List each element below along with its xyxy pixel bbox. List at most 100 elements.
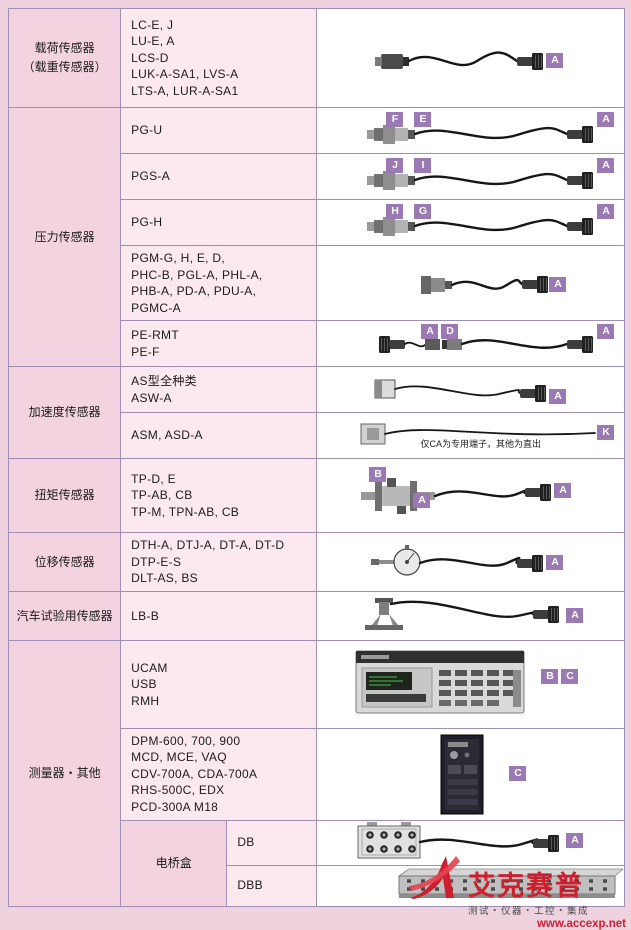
diagram-cell-pg-u: F E A	[316, 107, 625, 154]
table-row: 扭矩传感器 TP-D, E TP-AB, CB TP-M, TPN-AB, CB…	[7, 458, 625, 534]
accexp-logo-icon	[409, 856, 460, 899]
diagram-cell-pgs-a: J I A	[316, 153, 625, 200]
diagram-cell-dpm: C	[316, 727, 625, 821]
category-pressure-sensor: 压力传感器	[7, 106, 122, 368]
accelerometer-cable-diagram	[374, 379, 547, 403]
diagram-cell-db: A	[316, 819, 625, 866]
connector-badge: C	[561, 668, 579, 684]
model-list-asm: ASM, ASD-A	[120, 412, 318, 460]
connector-badge: A	[566, 607, 584, 623]
signal-conditioner-instrument-image	[440, 734, 484, 815]
model-text: LB-B	[131, 608, 160, 623]
pressure-sensor-cable-diagram	[367, 125, 594, 144]
connector-badge: B	[369, 467, 387, 483]
diagram-cell-dbb	[316, 864, 625, 907]
model-list-pg-u: PG-U	[120, 107, 318, 154]
connector-badge: J	[386, 158, 404, 173]
category-measuring-instruments: 测量器・其他	[7, 639, 122, 907]
connector-badge: A	[597, 204, 615, 219]
connector-badge: A	[597, 324, 615, 340]
connector-badge: F	[386, 112, 404, 127]
model-list-lb-b: LB-B	[120, 590, 318, 641]
category-label: 电桥盒	[155, 855, 192, 870]
model-text: PG-U	[131, 123, 163, 138]
model-text: AS型全种类 ASW-A	[131, 374, 197, 405]
model-text: LC-E, J LU-E, A LCS-D LUK-A-SA1, LVS-A L…	[131, 17, 239, 98]
connector-badge: E	[414, 112, 432, 127]
model-list-dth: DTH-A, DTJ-A, DT-A, DT-D DTP-E-S DLT-AS,…	[120, 532, 318, 592]
pressure-sensor-cable-diagram	[367, 171, 594, 190]
model-text: PGM-G, H, E, D, PHC-B, PGL-A, PHL-A, PHB…	[131, 251, 263, 315]
table-row: 测量器・其他 UCAM USB RMH B C	[7, 639, 625, 907]
table-row: 加速度传感器 AS型全种类 ASW-A A	[7, 366, 625, 460]
model-list-load: LC-E, J LU-E, A LCS-D LUK-A-SA1, LVS-A L…	[120, 8, 318, 108]
category-label: 加速度传感器	[28, 405, 101, 420]
model-text: ASM, ASD-A	[131, 428, 203, 443]
accelerometer-direct-cable-diagram	[360, 423, 597, 445]
category-automotive-test-sensor: 汽车试验用传感器	[7, 590, 122, 641]
diagram-cell-pe-rmt: A D A	[316, 320, 625, 368]
category-torque-sensor: 扭矩传感器	[7, 458, 122, 534]
connector-badge: A	[546, 53, 564, 68]
model-text: UCAM USB RMH	[131, 660, 168, 708]
model-list-pe-rmt: PE-RMT PE-F	[120, 320, 318, 368]
diagram-cell-dth: A	[316, 532, 625, 592]
model-list-pgs-a: PGS-A	[120, 153, 318, 200]
table-row: PGM-G, H, E, D, PHC-B, PGL-A, PHL-A, PHB…	[9, 244, 625, 322]
diagram-cell-ucam: B C	[316, 639, 625, 729]
category-label: 汽车试验用传感器	[16, 608, 113, 623]
diagram-cell-load: A	[316, 8, 625, 108]
data-logger-instrument-image	[355, 650, 525, 714]
model-text: DPM-600, 700, 900 MCD, MCE, VAQ CDV-700A…	[131, 733, 258, 815]
connector-badge: A	[421, 324, 439, 340]
connector-badge: A	[554, 483, 572, 499]
model-text: PGS-A	[131, 169, 171, 184]
model-list-ucam: UCAM USB RMH	[120, 639, 318, 729]
diagram-cell-asm: K 仅CA为专用端子，其他为直出	[316, 412, 625, 460]
connector-badge: A	[597, 158, 615, 173]
connector-badge: B	[541, 668, 559, 684]
model-text: PG-H	[131, 215, 163, 230]
connector-badge: I	[414, 158, 432, 173]
diagram-cell-pgm: A	[316, 244, 625, 322]
connector-badge: A	[549, 389, 567, 405]
load-cell-cable-diagram	[375, 51, 544, 71]
connector-badge: D	[441, 324, 459, 340]
category-acceleration-sensor: 加速度传感器	[7, 366, 122, 460]
table-row: DBB	[9, 864, 625, 907]
model-text: PE-RMT PE-F	[131, 328, 179, 359]
torque-transducer-cable-diagram	[361, 478, 552, 515]
displacement-gauge-cable-diagram	[371, 545, 544, 576]
category-load-sensor: 载荷传感器 （载重传感器）	[7, 8, 122, 108]
automotive-sensor-cable-diagram	[365, 597, 560, 630]
diagram-cell-lb-b: A	[316, 590, 625, 641]
multi-channel-bridge-box-image	[398, 868, 624, 898]
watermark-url: www.accexp.net	[536, 918, 626, 930]
sensor-connection-table: 载荷传感器 （载重传感器） LC-E, J LU-E, A LCS-D LUK-…	[7, 8, 625, 907]
pressure-sensor-cable-diagram	[367, 217, 594, 236]
model-dbb: DBB	[226, 864, 318, 907]
model-text: DTH-A, DTJ-A, DT-A, DT-D DTP-E-S DLT-AS,…	[131, 538, 285, 586]
connector-badge: K	[597, 425, 615, 441]
connector-badge: A	[566, 832, 584, 848]
model-list-as: AS型全种类 ASW-A	[120, 366, 318, 414]
connector-badge: H	[386, 204, 404, 219]
connector-badge: C	[509, 765, 527, 781]
category-label: 位移传感器	[34, 554, 95, 569]
model-list-dpm: DPM-600, 700, 900 MCD, MCE, VAQ CDV-700A…	[120, 727, 318, 821]
model-text: DB	[237, 835, 255, 850]
inline-connector-cable-diagram	[378, 335, 594, 354]
watermark-brand-text: 艾克赛普	[468, 871, 584, 901]
table-row: 电桥盒 DB A	[9, 819, 625, 907]
model-list-tp: TP-D, E TP-AB, CB TP-M, TPN-AB, CB	[120, 458, 318, 534]
diagram-cell-pg-h: H G A	[316, 199, 625, 246]
connector-badge: A	[597, 112, 615, 127]
category-label: 测量器・其他	[28, 765, 101, 780]
diagram-cell-as: A	[316, 366, 625, 414]
watermark-tagline: 测试・仪器・工控・集成	[468, 906, 590, 917]
category-label: 载荷传感器 （载重传感器）	[22, 41, 107, 74]
model-db: DB	[226, 819, 318, 866]
model-text: DBB	[237, 878, 263, 893]
model-list-pgm: PGM-G, H, E, D, PHC-B, PGL-A, PHL-A, PHB…	[120, 244, 318, 322]
table-row: 汽车试验用传感器 LB-B A	[7, 590, 625, 641]
